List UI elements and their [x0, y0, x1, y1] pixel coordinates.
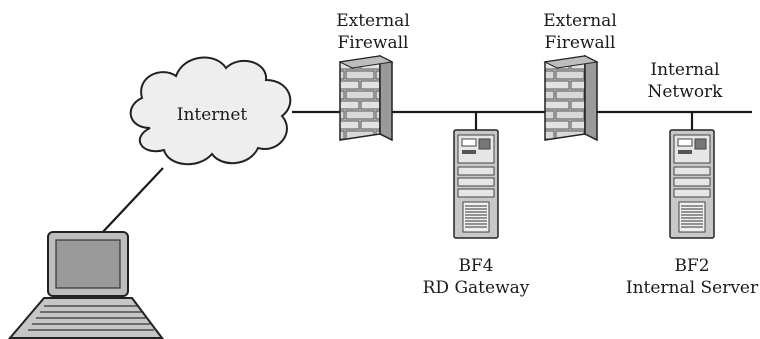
internet-label: Internet: [177, 105, 248, 125]
server-bf2-icon: [669, 129, 715, 239]
firewall-2-label-line1: External: [543, 11, 617, 31]
firewall-1-label-line2: Firewall: [338, 33, 409, 53]
server-bf4-icon: [453, 129, 499, 239]
firewall-2-label-line2: Firewall: [545, 33, 616, 53]
internet-cloud: Internet: [129, 56, 292, 166]
laptop-icon: [7, 231, 164, 339]
external-firewall-1: [338, 54, 394, 142]
external-firewall-2: [543, 54, 599, 142]
firewall-1-label-line1: External: [336, 11, 410, 31]
bf2-label-line1: BF2: [674, 256, 709, 276]
link-laptop-to-internet: [99, 167, 164, 236]
bf4-label-line2: RD Gateway: [423, 278, 530, 298]
internal-network-label-line2: Network: [648, 82, 724, 102]
bf2-label-line2: Internal Server: [626, 278, 759, 298]
internal-network-label-line1: Internal: [650, 60, 719, 80]
bf4-label-line1: BF4: [458, 256, 493, 276]
